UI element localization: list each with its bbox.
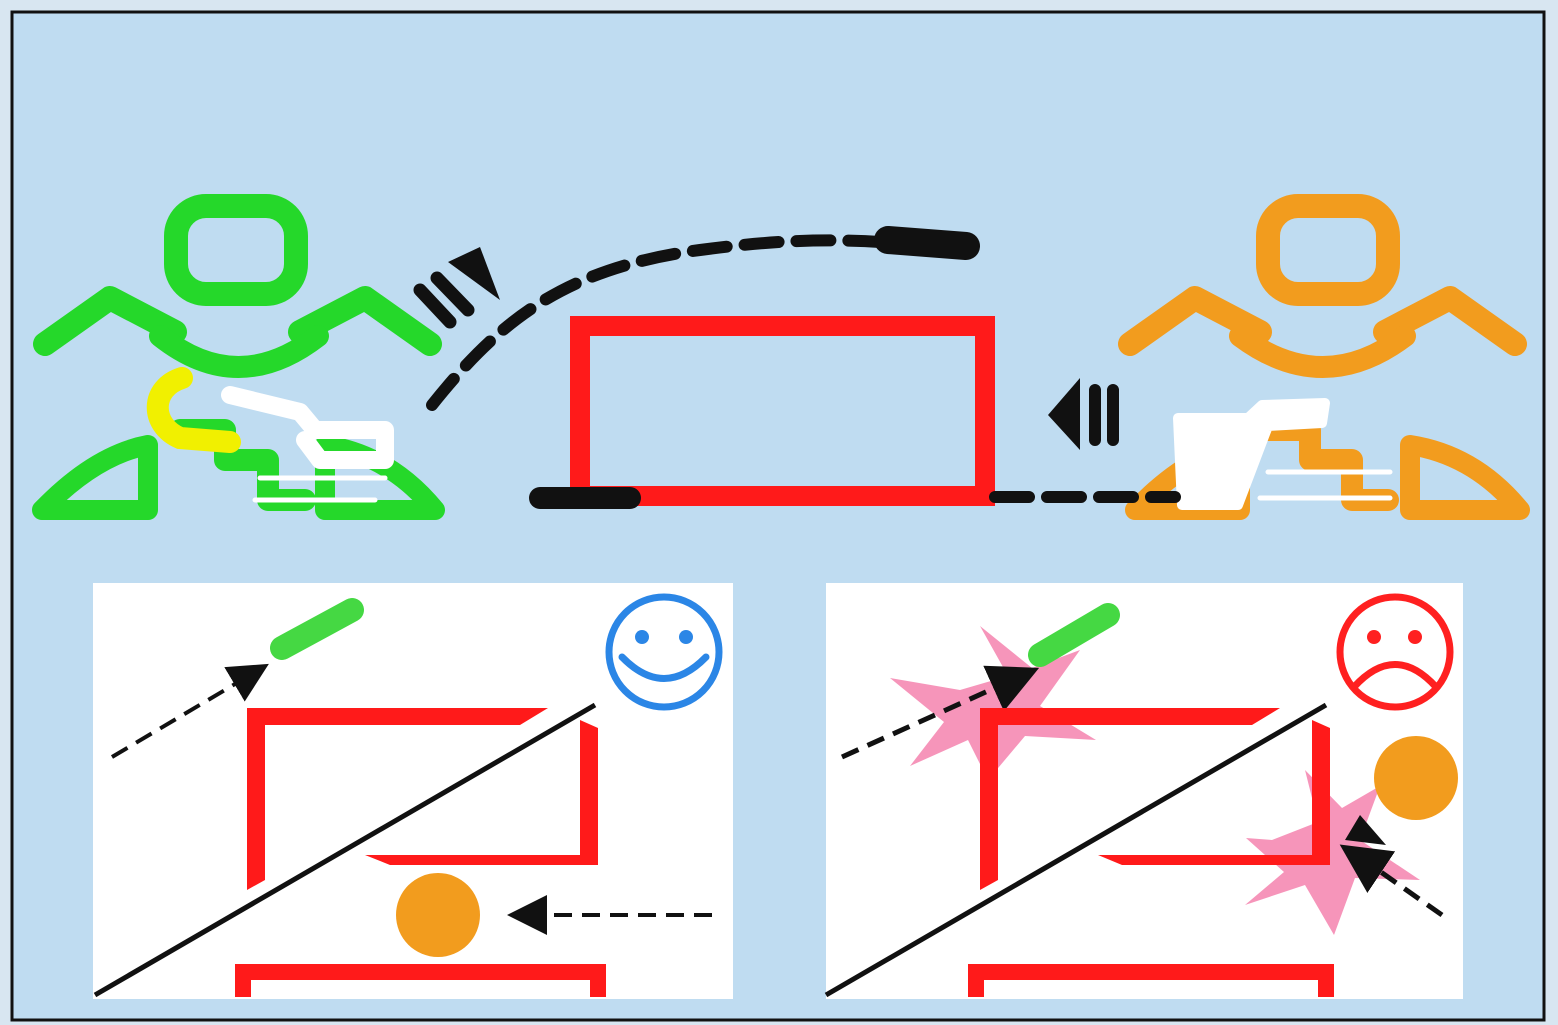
happy-face-left-eye — [635, 630, 649, 644]
shot-end-marker — [888, 240, 966, 246]
left-panel-ball-icon — [396, 873, 480, 957]
right-panel-ball-icon — [1374, 736, 1458, 820]
right-panel — [826, 583, 1463, 999]
left-panel — [93, 583, 733, 999]
sad-face-right-eye — [1408, 630, 1422, 644]
right-panel-background — [826, 583, 1463, 999]
sad-face-left-eye — [1367, 630, 1381, 644]
happy-face-right-eye — [679, 630, 693, 644]
